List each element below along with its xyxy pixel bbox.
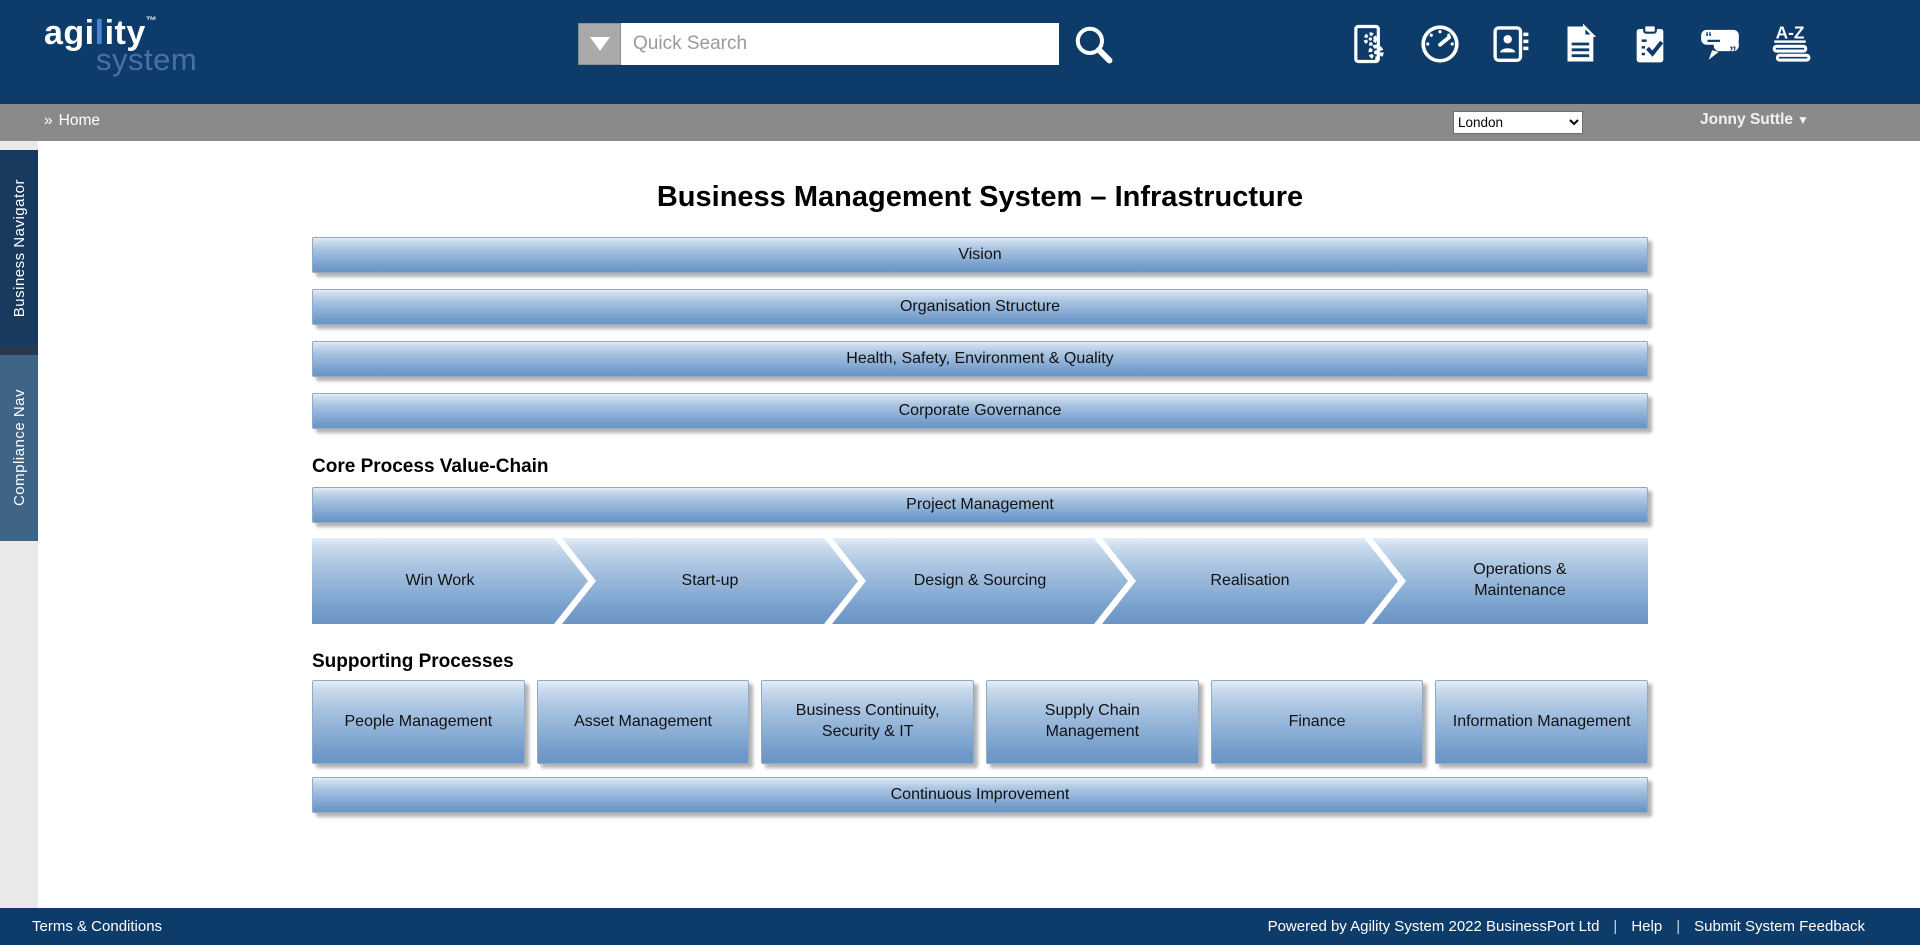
value-chain-row: Win Work Start-up Design & Sourcing Real…: [312, 538, 1648, 624]
magnifier-icon: [1075, 26, 1113, 64]
box-information-management[interactable]: Information Management: [1435, 680, 1649, 764]
chevron-start-up[interactable]: Start-up: [562, 538, 858, 624]
chevron-design-sourcing[interactable]: Design & Sourcing: [832, 538, 1128, 624]
tasks-checklist-icon: [1636, 24, 1664, 63]
logo-word-agility: agility™: [44, 14, 158, 52]
documents-button[interactable]: [1558, 17, 1602, 71]
breadcrumb[interactable]: » Home: [44, 112, 100, 130]
footer-right: Powered by Agility System 2022 BusinessP…: [1268, 918, 1865, 935]
box-label: Supply Chain Management: [1044, 702, 1140, 740]
svg-text:“: “: [1705, 29, 1712, 45]
a-z-glossary-button[interactable]: A-Z: [1768, 17, 1812, 71]
box-supply-chain[interactable]: Supply Chain Management: [986, 680, 1199, 764]
feedback-chat-button[interactable]: “ ”: [1698, 17, 1742, 71]
chevron-label: Operations & Maintenance: [1473, 561, 1567, 599]
help-link[interactable]: Help: [1631, 918, 1663, 935]
page-title: Business Management System – Infrastruct…: [656, 181, 1304, 213]
supporting-processes-heading: Supporting Processes: [312, 651, 514, 672]
chevron-realisation[interactable]: Realisation: [1102, 538, 1398, 624]
core-process-heading: Core Process Value-Chain: [312, 456, 549, 477]
a-z-glossary-icon: A-Z: [1772, 23, 1811, 62]
svg-text:A-Z: A-Z: [1776, 23, 1805, 43]
svg-text:”: ”: [1729, 43, 1736, 59]
box-label: Finance: [1288, 712, 1346, 730]
logo-word-system: system: [96, 42, 198, 77]
search-button[interactable]: [1071, 23, 1115, 65]
bar-project-management[interactable]: Project Management: [312, 487, 1648, 523]
tab-compliance-nav-label: Compliance Nav: [10, 389, 28, 507]
top-header: agility™ system: [0, 0, 1920, 104]
breadcrumb-bar: » Home London Jonny Suttle▼: [0, 104, 1920, 141]
tab-business-navigator-label: Business Navigator: [10, 179, 28, 318]
powered-by-text: Powered by Agility System 2022 BusinessP…: [1267, 918, 1600, 935]
box-people-management[interactable]: People Management: [312, 680, 525, 764]
chevron-operations-maintenance[interactable]: Operations & Maintenance: [1372, 538, 1648, 624]
tasks-checklist-button[interactable]: [1628, 17, 1672, 71]
footer-divider: |: [1676, 918, 1681, 935]
bar-continuous-improvement[interactable]: Continuous Improvement: [312, 777, 1648, 813]
chevron-label: Design & Sourcing: [913, 571, 1047, 589]
supporting-boxes-row: People Management Asset Management Busin…: [312, 680, 1649, 764]
contacts-icon: [1493, 26, 1529, 62]
tab-divider: [0, 347, 38, 355]
user-caret-icon: ▼: [1797, 113, 1809, 127]
footer-divider: |: [1613, 918, 1618, 935]
header-icon-bar: “ ” A-Z: [1348, 17, 1812, 71]
box-asset-management[interactable]: Asset Management: [536, 680, 750, 764]
documents-icon: [1567, 23, 1597, 62]
feedback-chat-icon: “ ”: [1701, 29, 1739, 60]
contacts-button[interactable]: [1488, 17, 1532, 71]
user-menu[interactable]: Jonny Suttle▼: [1700, 111, 1809, 129]
document-settings-button[interactable]: [1348, 17, 1392, 71]
box-label: People Management: [344, 712, 493, 730]
document-settings-icon: [1354, 24, 1384, 64]
chevron-label: Realisation: [1210, 571, 1290, 589]
dashboard-button[interactable]: [1418, 17, 1462, 71]
search-input[interactable]: [621, 23, 1059, 65]
main-content: Business Management System – Infrastruct…: [312, 141, 1649, 813]
submit-feedback-link[interactable]: Submit System Feedback: [1694, 918, 1865, 935]
tab-business-navigator[interactable]: Business Navigator: [0, 150, 38, 347]
left-sidebar: Business Navigator Compliance Nav: [0, 141, 38, 908]
bar-corporate-governance[interactable]: Corporate Governance: [312, 393, 1648, 429]
chevron-label: Start-up: [681, 571, 739, 589]
box-label: Information Management: [1452, 712, 1631, 730]
box-business-continuity[interactable]: Business Continuity, Security & IT: [761, 680, 975, 764]
box-label: Business Continuity, Security & IT: [795, 702, 940, 740]
chevron-down-icon: [589, 37, 610, 51]
bar-vision[interactable]: Vision: [312, 237, 1648, 273]
box-finance[interactable]: Finance: [1210, 680, 1424, 764]
chevron-label: Win Work: [405, 571, 475, 589]
breadcrumb-chevrons: »: [44, 112, 53, 129]
user-name: Jonny Suttle: [1700, 111, 1794, 128]
chevron-win-work[interactable]: Win Work: [312, 538, 588, 624]
bar-hseq[interactable]: Health, Safety, Environment & Quality: [312, 341, 1648, 377]
agility-logo[interactable]: agility™ system: [44, 14, 198, 77]
bar-organisation-structure[interactable]: Organisation Structure: [312, 289, 1648, 325]
search-scope-dropdown[interactable]: [578, 23, 621, 65]
box-label: Asset Management: [574, 712, 712, 730]
quick-search: [578, 23, 1115, 65]
location-select[interactable]: London: [1453, 111, 1583, 134]
dashboard-icon: [1421, 25, 1459, 63]
footer: Terms & Conditions Powered by Agility Sy…: [0, 908, 1920, 945]
infrastructure-bars: Vision Organisation Structure Health, Sa…: [312, 237, 1648, 429]
tab-compliance-nav[interactable]: Compliance Nav: [0, 355, 38, 541]
breadcrumb-home-link[interactable]: Home: [58, 112, 100, 129]
terms-link[interactable]: Terms & Conditions: [32, 918, 163, 935]
